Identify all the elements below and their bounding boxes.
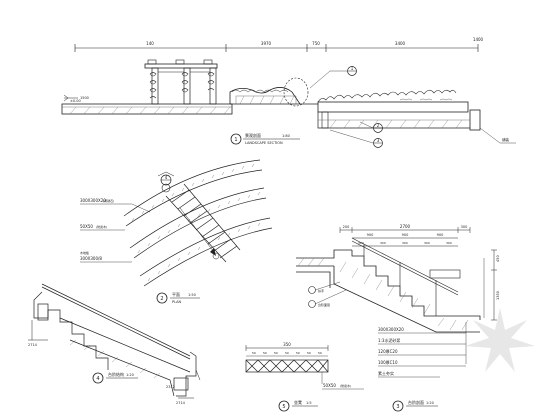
stair-layer-1: 300X300X20 bbox=[378, 327, 404, 332]
stair-top-dim-3: 300 bbox=[461, 225, 468, 229]
stair-section: 200 2700 300 900 900 900 300 300 300 300… bbox=[296, 224, 500, 412]
stair-structure-label-2: 2312 bbox=[166, 385, 175, 389]
section-callout-1-label: 1 bbox=[351, 66, 354, 71]
plan-note-1-detail: (黄锈石) bbox=[103, 198, 114, 203]
stair-section-number-circle bbox=[392, 400, 404, 412]
deck-seg-4: 50 bbox=[285, 351, 289, 355]
stair-structure-label-3: 2714 bbox=[176, 401, 186, 405]
stair-hatch bbox=[297, 257, 469, 331]
stair-structure-number-circle bbox=[92, 372, 104, 384]
deck-seg-1: 50 bbox=[252, 351, 256, 355]
top-dim-4: 3400 bbox=[395, 41, 406, 46]
plan-note-2-detail: (防腐木) bbox=[96, 224, 107, 229]
plan-note-2: 50X50 bbox=[80, 224, 93, 229]
stair-section-scale: 1:20 bbox=[426, 401, 434, 405]
deck-number: 5 bbox=[282, 404, 285, 410]
plan-note-3-detail: 木地板 bbox=[80, 250, 89, 255]
plan-number-circle bbox=[156, 292, 168, 304]
handrail bbox=[351, 237, 461, 316]
deck-seg-7: 50 bbox=[318, 351, 322, 355]
section-title-cn: 景观剖面 bbox=[245, 132, 261, 138]
ground-slab bbox=[61, 103, 233, 115]
pergola bbox=[144, 59, 218, 105]
stair-sub2-5: 300 bbox=[446, 241, 452, 245]
stair-structure-title: 台阶结构 bbox=[108, 371, 124, 377]
stair-structure-scale: 1:20 bbox=[126, 373, 134, 377]
stair-right-dim-2: 1350 bbox=[496, 291, 500, 300]
landscape-section: 140 3970 750 3400 1400 ±0.00 1500 bbox=[61, 37, 516, 148]
deck-seg-3: 50 bbox=[274, 351, 278, 355]
deck-detail: 350 50 50 50 50 50 50 50 50X50 (防腐木) 5 坐… bbox=[245, 342, 364, 412]
plan-scale: 1:50 bbox=[188, 293, 196, 297]
top-dim-2: 3970 bbox=[261, 41, 272, 46]
stair-sub-dim-1: 900 bbox=[367, 233, 374, 237]
plan-note-3: 300X300/8 bbox=[80, 256, 102, 261]
deck-seg-2: 50 bbox=[263, 351, 267, 355]
stair-sub-dim-2: 900 bbox=[402, 233, 409, 237]
section-scale: 1:80 bbox=[282, 134, 290, 138]
deck-seg-5: 50 bbox=[296, 351, 300, 355]
stair-section-number: 3 bbox=[396, 404, 399, 410]
stair-label-1: 扶手 bbox=[318, 288, 324, 293]
stair-label-2: 台阶面层 bbox=[318, 302, 330, 307]
plan-number: 2 bbox=[160, 296, 163, 302]
stair-right-dim-1: 450 bbox=[496, 255, 500, 262]
deck-top-dim: 350 bbox=[283, 342, 291, 347]
deck-seg-6: 50 bbox=[307, 351, 311, 355]
deck-scale: 1:5 bbox=[306, 401, 312, 405]
top-dim-right: 1400 bbox=[473, 37, 484, 42]
deck-title: 坐凳 bbox=[294, 399, 302, 405]
stair-top-dim-1: 200 bbox=[343, 225, 350, 229]
stair-layer-2: 1:3水泥砂浆 bbox=[378, 337, 400, 343]
plan-note-1: 300X300X20 bbox=[80, 198, 106, 203]
plan-view: 4 300X300X20 (黄锈石) 50X50 (防腐木) 木地板 300X3… bbox=[80, 159, 273, 304]
section-number: 1 bbox=[234, 137, 237, 143]
deck-note: 50X50 bbox=[323, 383, 336, 388]
stair-structure-number: 4 bbox=[96, 376, 99, 382]
stair-section-title: 台阶剖面 bbox=[408, 399, 424, 405]
section-number-circle bbox=[230, 133, 242, 145]
section-title-en: LANDSCAPE SECTION bbox=[245, 141, 283, 145]
plan-title-cn: 平面 bbox=[172, 292, 180, 297]
stair-structure-label-1: 2714 bbox=[28, 343, 38, 347]
detail-ring bbox=[283, 77, 309, 107]
stair-layer-3: 120厚C20 bbox=[378, 349, 398, 354]
stair-top-dim-2: 2700 bbox=[400, 224, 411, 229]
plan-callout-label: 4 bbox=[165, 175, 168, 180]
stair-sub2-2: 300 bbox=[380, 241, 386, 245]
stair-layer-4: 100厚C10 bbox=[378, 360, 398, 365]
stair-sub-dim-3: 900 bbox=[437, 233, 444, 237]
top-dim-3: 750 bbox=[312, 41, 320, 46]
stair-structure: 2714 2312 2714 4 台阶结构 1:20 bbox=[28, 283, 201, 405]
section-callout-3-label: 3 bbox=[377, 138, 380, 143]
stair-sub2-1: 300 bbox=[358, 241, 364, 245]
left-marker: 1500 bbox=[80, 96, 89, 100]
stair-sub2-3: 300 bbox=[402, 241, 408, 245]
right-basin bbox=[317, 89, 481, 131]
top-dim-1: 140 bbox=[146, 41, 154, 46]
plan-title-en: PLAN bbox=[172, 300, 182, 304]
deck-note-detail: (防腐木) bbox=[340, 383, 351, 388]
deck-number-circle bbox=[278, 400, 290, 412]
slab-hatch bbox=[69, 106, 231, 115]
stair-sub2-4: 300 bbox=[424, 241, 430, 245]
plan-stair bbox=[165, 183, 241, 263]
stair-layer-5: 素土夯实 bbox=[378, 370, 394, 376]
section-note-right: 铺装 bbox=[502, 137, 510, 142]
watermark-logo bbox=[465, 308, 535, 372]
central-feature bbox=[229, 77, 309, 107]
section-callout-2-label: 2 bbox=[377, 123, 380, 128]
left-level: ±0.00 bbox=[70, 99, 81, 103]
